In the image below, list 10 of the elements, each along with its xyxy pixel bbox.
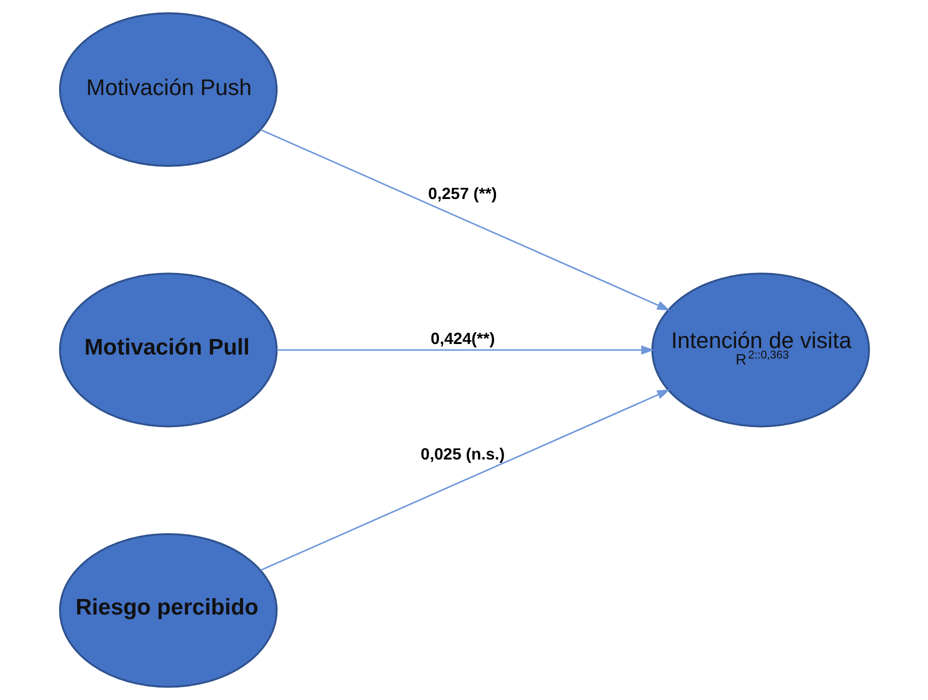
arrow [260,389,670,571]
node-ellipse: Intención de visita R$^{2::0,363}$ [650,272,870,428]
arrow [260,129,670,311]
edge-label: 0,257 (**) [428,184,496,203]
edge-label: 0,025 (n.s.) [420,445,504,464]
edge-label: 0,424(**) [430,330,494,348]
node-ellipse: Motivación Pull [58,272,278,428]
node-ellipse: Motivación Push [58,12,278,167]
node-ellipse: Riesgo percibido [58,533,278,688]
arrow [276,345,654,355]
